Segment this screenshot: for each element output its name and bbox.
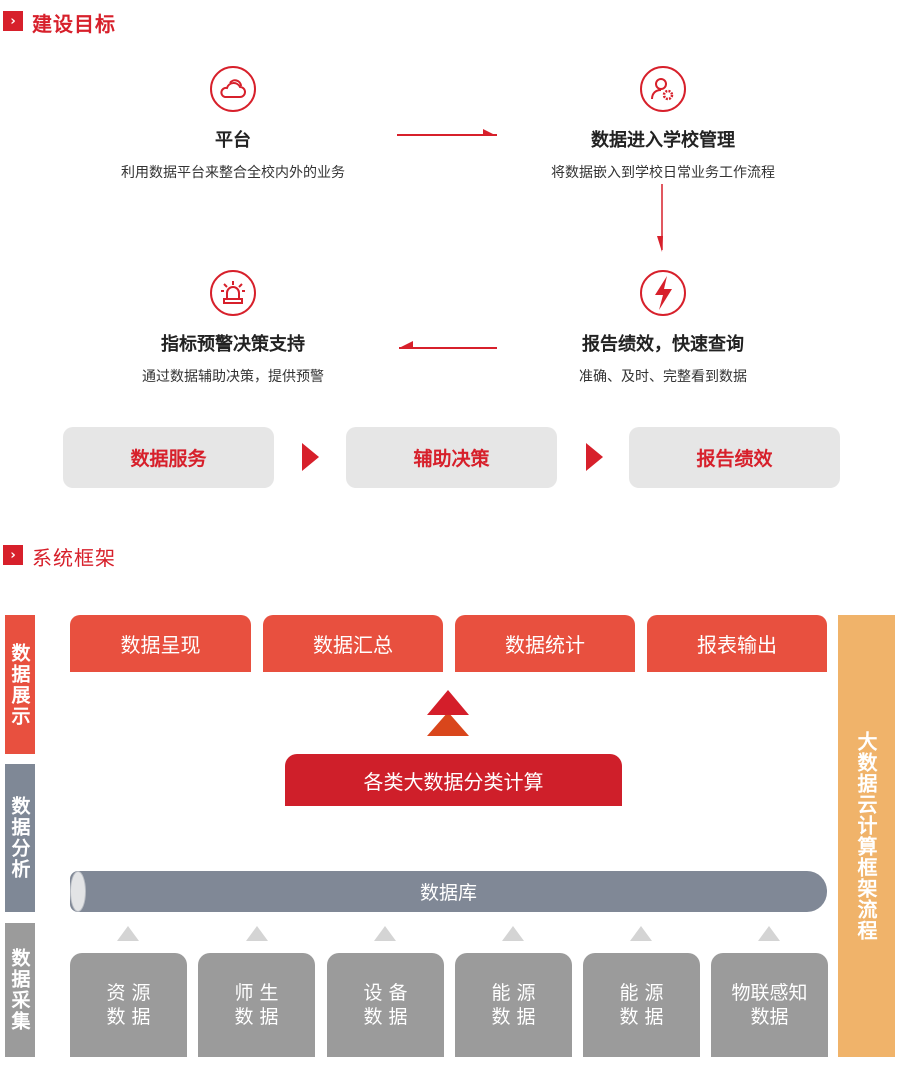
source-line1: 师 生	[234, 982, 279, 1004]
source-box: 设 备数 据	[327, 953, 444, 1057]
cylinder-end	[70, 871, 86, 912]
source-box: 资 源数 据	[70, 953, 187, 1057]
source-box: 物联感知数据	[711, 953, 828, 1057]
layer-analysis: 数据分析	[5, 764, 35, 912]
source-box: 能 源数 据	[583, 953, 700, 1057]
triangle-right-icon	[302, 443, 319, 471]
goal-title: 报告绩效，快速查询	[582, 334, 744, 355]
goal-platform: 平台 利用数据平台来整合全校内外的业务	[73, 66, 393, 182]
goal-desc: 准确、及时、完整看到数据	[579, 369, 747, 385]
display-box: 数据呈现	[70, 615, 251, 672]
flow-data-service: 数据服务	[63, 427, 274, 488]
goal-desc: 通过数据辅助决策，提供预警	[142, 369, 324, 385]
double-up-arrow-icon	[427, 690, 469, 736]
goal-title: 指标预警决策支持	[161, 334, 305, 355]
goal-desc: 利用数据平台来整合全校内外的业务	[121, 165, 345, 181]
source-line2: 数据	[750, 1006, 789, 1028]
database-label: 数据库	[419, 882, 477, 904]
alarm-light-icon	[210, 270, 256, 316]
up-triangle-icon	[117, 926, 139, 941]
up-triangle-icon	[758, 926, 780, 941]
framework-side-label: 大数据云计算框架流程	[838, 615, 895, 1057]
display-box: 数据汇总	[263, 615, 443, 672]
goal-title: 数据进入学校管理	[591, 130, 735, 151]
source-box: 师 生数 据	[198, 953, 315, 1057]
arrow-right-icon	[397, 129, 497, 136]
source-box: 能 源数 据	[455, 953, 572, 1057]
source-line1: 设 备	[363, 982, 408, 1004]
source-line1: 资 源	[106, 982, 151, 1004]
lightning-icon	[640, 270, 686, 316]
section-title-goals: 建设目标	[32, 12, 116, 36]
arrow-down-icon	[657, 184, 663, 252]
goal-title: 平台	[215, 130, 251, 151]
source-line2: 数 据	[363, 1006, 408, 1028]
triangle-right-icon	[586, 443, 603, 471]
goal-desc: 将数据嵌入到学校日常业务工作流程	[551, 165, 775, 181]
goal-warning-decision: 指标预警决策支持 通过数据辅助决策，提供预警	[73, 270, 393, 386]
source-line2: 数 据	[106, 1006, 151, 1028]
goal-school-management: 数据进入学校管理 将数据嵌入到学校日常业务工作流程	[503, 66, 823, 182]
up-triangle-icon	[630, 926, 652, 941]
chevron-right-icon: ›	[3, 11, 23, 31]
source-line1: 能 源	[619, 982, 664, 1004]
source-line1: 物联感知	[731, 982, 808, 1004]
display-box: 报表输出	[647, 615, 827, 672]
compute-box: 各类大数据分类计算	[285, 754, 622, 806]
up-triangle-icon	[246, 926, 268, 941]
up-triangle-icon	[374, 926, 396, 941]
layer-display: 数据展示	[5, 615, 35, 754]
flow-report: 报告绩效	[629, 427, 840, 488]
goal-report-query: 报告绩效，快速查询 准确、及时、完整看到数据	[503, 270, 823, 386]
layer-collection: 数据采集	[5, 923, 35, 1057]
cloud-icon	[210, 66, 256, 112]
database-cylinder: 数据库	[70, 871, 827, 912]
source-line2: 数 据	[234, 1006, 279, 1028]
up-triangle-icon	[502, 926, 524, 941]
source-line2: 数 据	[619, 1006, 664, 1028]
flow-decision-support: 辅助决策	[346, 427, 557, 488]
display-box: 数据统计	[455, 615, 635, 672]
arrow-left-icon	[399, 341, 497, 349]
user-gear-icon	[640, 66, 686, 112]
source-line1: 能 源	[491, 982, 536, 1004]
section-title-framework: 系统框架	[32, 546, 116, 570]
source-line2: 数 据	[491, 1006, 536, 1028]
chevron-right-icon: ›	[3, 545, 23, 565]
